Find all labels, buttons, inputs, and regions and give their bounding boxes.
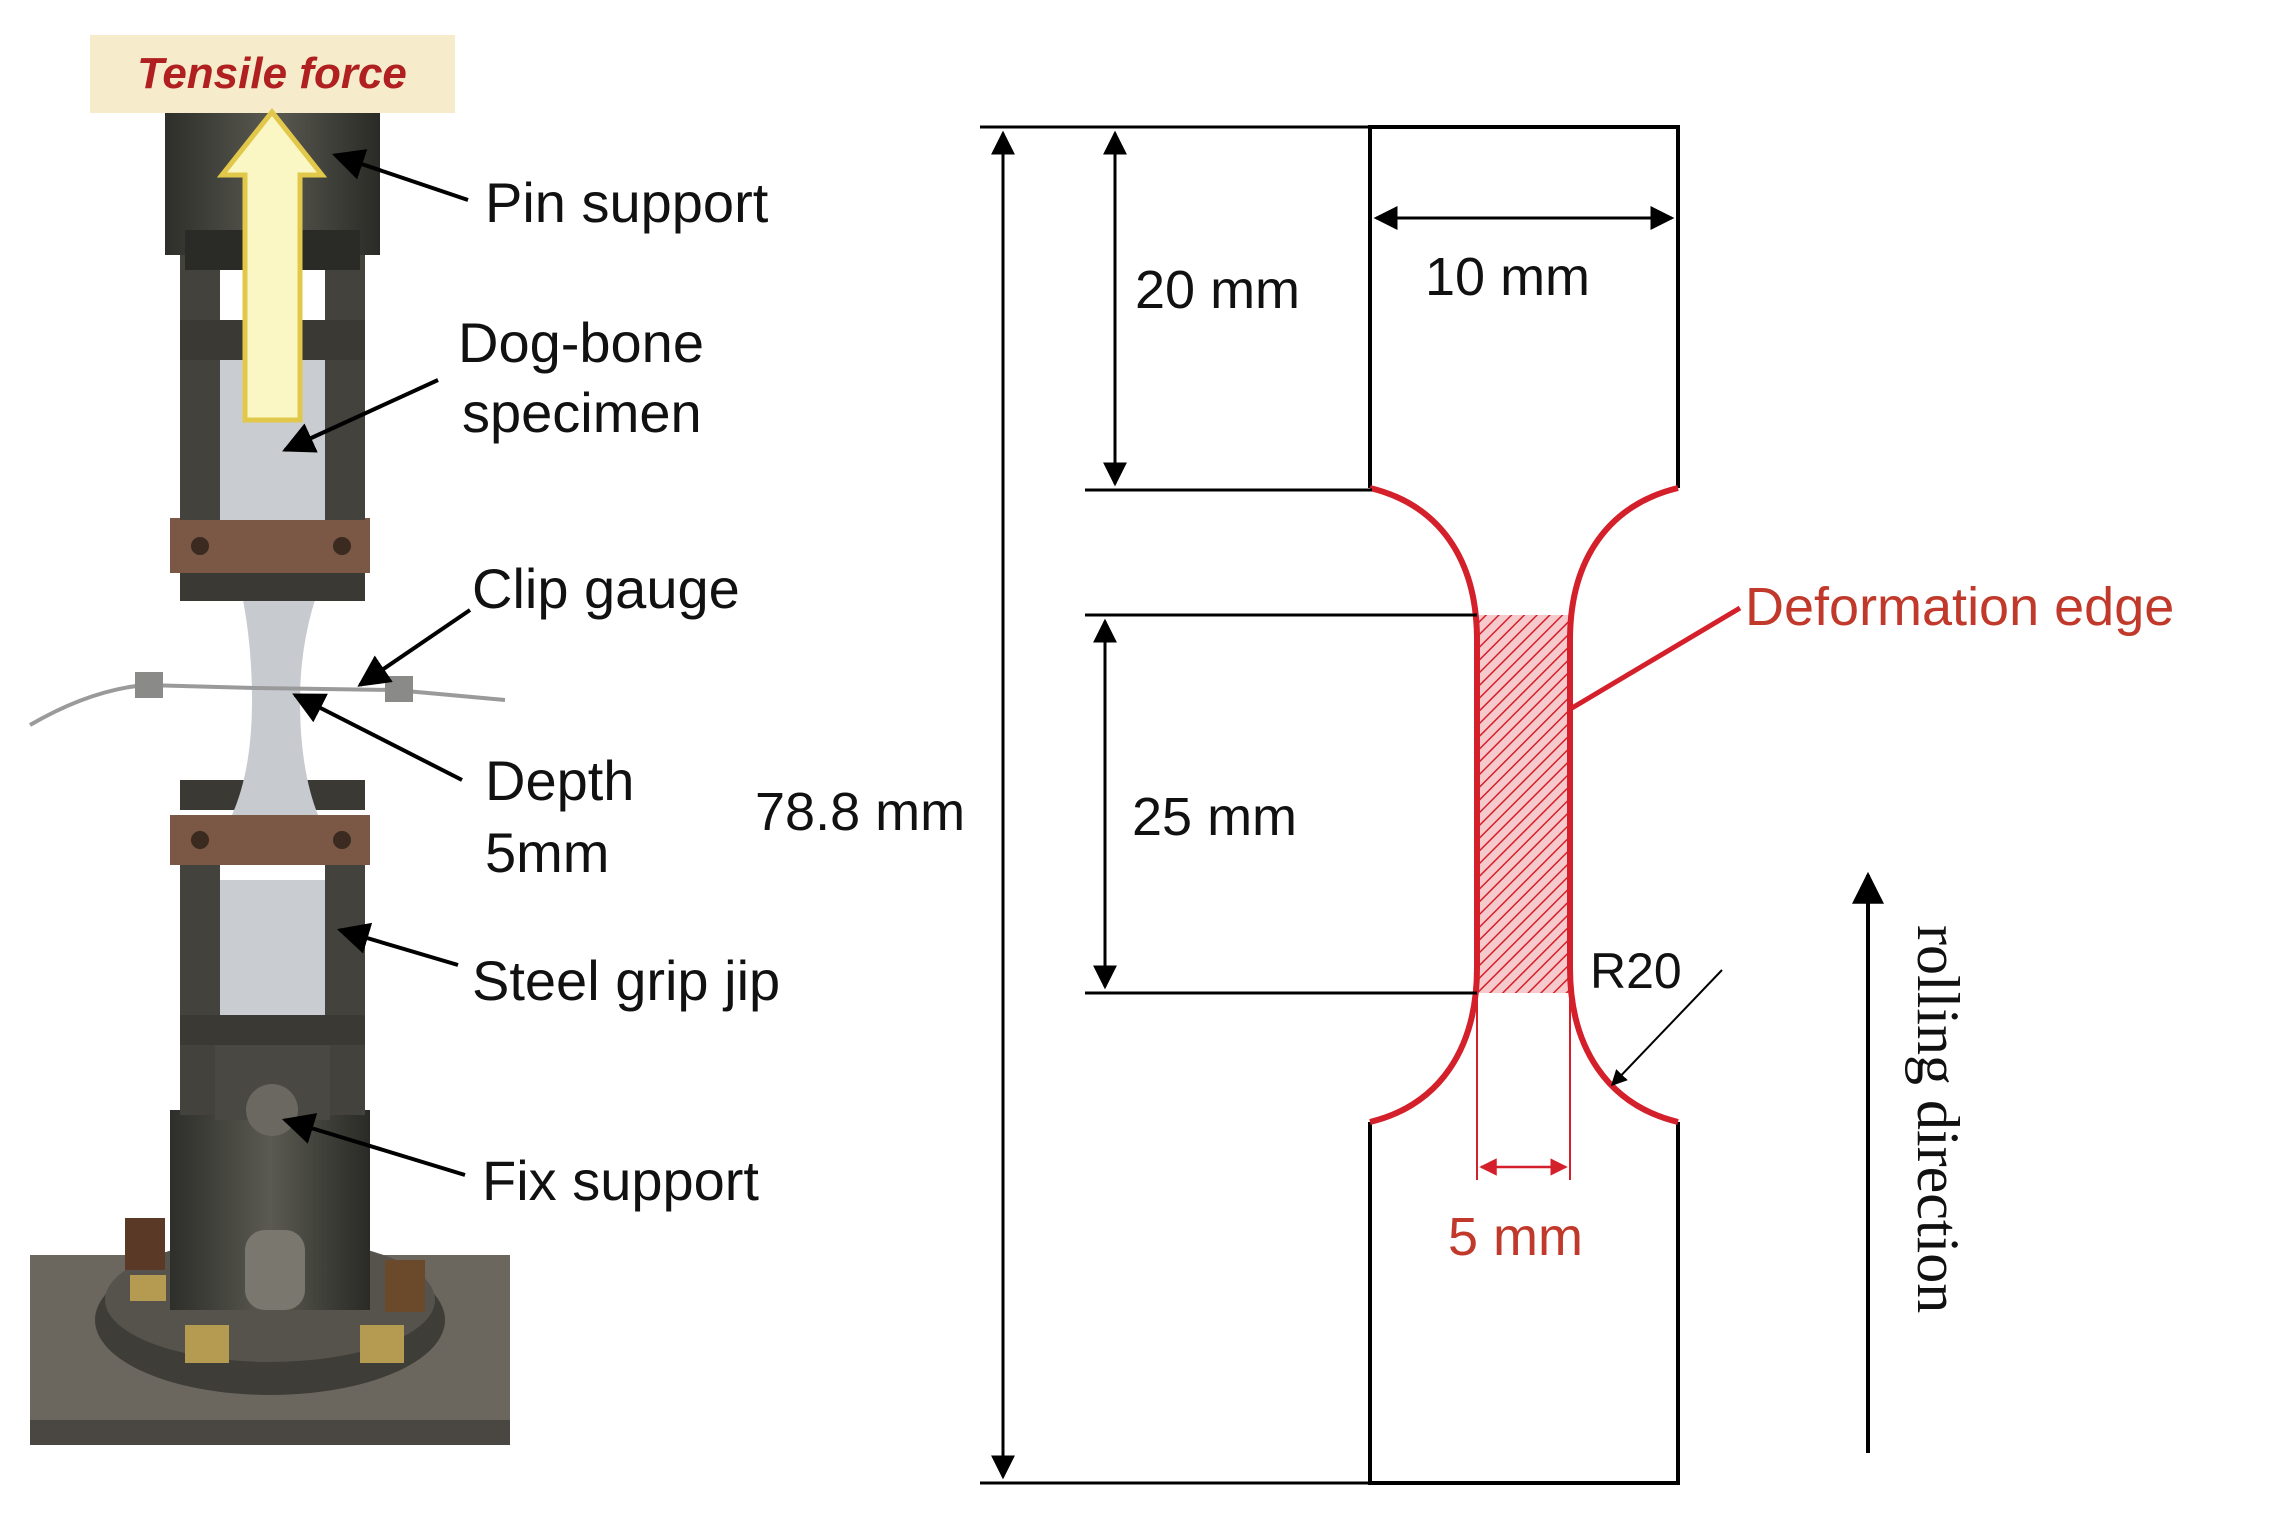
- clamp-screw: [191, 831, 209, 849]
- deformation-edge-label: Deformation edge: [1745, 577, 2174, 637]
- radius-leader: [1610, 969, 1723, 1087]
- steel-grip-label: Steel grip jip: [472, 949, 780, 1012]
- tensile-force-arrow: [216, 107, 328, 423]
- lower-frame-right: [325, 865, 365, 1115]
- depth-label-line1: Depth: [485, 749, 634, 812]
- specimen-neck: [232, 585, 320, 815]
- clip-gauge-knob: [135, 672, 163, 698]
- lower-grip-plate: [220, 880, 325, 1015]
- bolt: [130, 1275, 166, 1301]
- test-rig-photo: Tensile force: [28, 35, 510, 1445]
- lower-frame-left: [180, 865, 220, 1115]
- gauge-section-hatch: [1477, 615, 1570, 993]
- upper-frame-right: [325, 250, 365, 520]
- grip-width-label: 10 mm: [1425, 247, 1590, 307]
- lower-grip-outline: [1368, 1122, 1680, 1485]
- clip-gauge-wire: [28, 682, 506, 727]
- leader-fix-support: [281, 1113, 466, 1177]
- leader-pin-support: [331, 149, 469, 202]
- upper-grip-outline: [1368, 125, 1680, 488]
- base-plate-shadow: [30, 1420, 510, 1445]
- left-deformation-edge: [1369, 485, 1480, 1125]
- upper-clamp-base: [180, 573, 365, 601]
- fix-support-label: Fix support: [482, 1149, 759, 1212]
- leader-steel-grip: [336, 922, 459, 967]
- gauge-width-label: 5 mm: [1448, 1207, 1583, 1267]
- pin-support-label: Pin support: [485, 171, 769, 234]
- clip-gauge-label: Clip gauge: [472, 557, 740, 620]
- bolt: [360, 1325, 404, 1363]
- upper-frame-left: [180, 250, 220, 520]
- leader-depth: [292, 693, 463, 782]
- grip-length-label: 20 mm: [1135, 260, 1300, 320]
- leader-dog-bone: [282, 378, 439, 453]
- depth-label-line2: 5mm: [485, 821, 609, 884]
- bolt: [125, 1218, 165, 1270]
- clamp-screw: [191, 537, 209, 555]
- fix-support-pin: [245, 1230, 305, 1310]
- specimen-drawing: 78.8 mm 20 mm 10 mm 25 mm 5 mm R20 Defor…: [755, 125, 2174, 1485]
- dog-bone-label-line2: specimen: [462, 381, 702, 444]
- lower-nut: [246, 1084, 298, 1136]
- dog-bone-label-line1: Dog-bone: [458, 311, 704, 374]
- clip-gauge-knob: [385, 676, 413, 702]
- leader-clip-gauge: [357, 608, 472, 687]
- right-deformation-edge: [1567, 485, 1679, 1125]
- lower-frame-base: [180, 1015, 365, 1045]
- rolling-direction-label: rolling direction: [1905, 925, 1971, 1313]
- photo-labels: Pin support Dog-bone specimen Clip gauge…: [281, 149, 780, 1212]
- clamp-screw: [333, 831, 351, 849]
- radius-label: R20: [1590, 943, 1682, 999]
- tensile-force-label: Tensile force: [137, 49, 407, 98]
- tensile-force-banner: [90, 35, 455, 113]
- clamp-screw: [333, 537, 351, 555]
- total-length-label: 78.8 mm: [755, 782, 965, 842]
- bolt: [185, 1325, 229, 1363]
- gauge-length-label: 25 mm: [1132, 787, 1297, 847]
- deformation-edge-leader: [1570, 605, 1742, 711]
- bolt: [385, 1260, 425, 1312]
